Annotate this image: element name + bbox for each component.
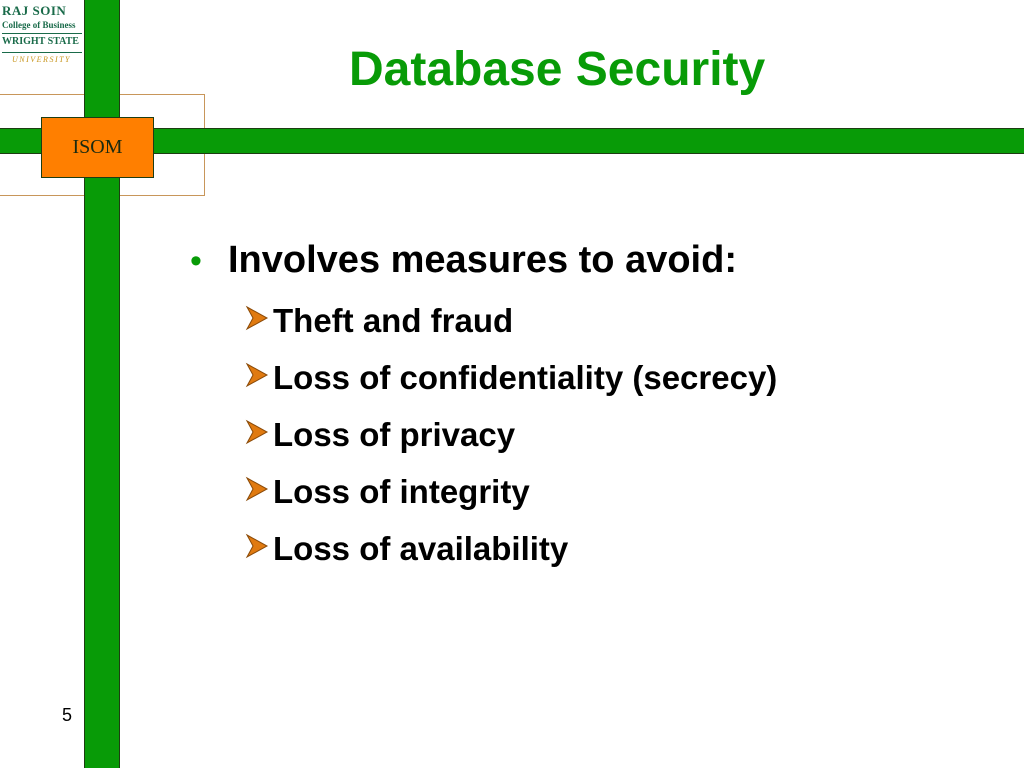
logo-divider [2, 52, 82, 53]
main-bullet-text: Involves measures to avoid: [228, 239, 737, 281]
sub-bullet-text: Loss of integrity [273, 473, 530, 510]
main-bullet: • Involves measures to avoid: [190, 239, 737, 282]
arrow-bullet-icon [245, 533, 269, 559]
sub-bullet-confidentiality: Loss of confidentiality (secrecy) [243, 359, 777, 397]
sub-bullet-integrity: Loss of integrity [243, 473, 530, 511]
sub-bullet-text: Loss of availability [273, 530, 569, 567]
sub-bullet-privacy: Loss of privacy [243, 416, 515, 454]
arrow-bullet-icon [245, 476, 269, 502]
vertical-green-bar [84, 0, 120, 768]
arrow-bullet-icon [245, 419, 269, 445]
slide-title: Database Security [349, 43, 766, 96]
bullet-dot-icon: • [190, 242, 202, 280]
isom-badge-label: ISOM [72, 136, 123, 158]
horizontal-green-bar [0, 128, 1024, 154]
logo-line-wright-state: WRIGHT STATE [2, 36, 79, 47]
isom-badge: ISOM [41, 117, 154, 178]
page-number: 5 [62, 705, 73, 725]
logo-divider [2, 33, 82, 34]
sub-bullet-theft-fraud: Theft and fraud [243, 302, 513, 340]
sub-bullet-availability: Loss of availability [243, 530, 568, 568]
sub-bullet-text: Loss of privacy [273, 416, 516, 453]
university-logo: RAJ SOIN College of Business WRIGHT STAT… [0, 0, 86, 90]
logo-line-raj-soin: RAJ SOIN [2, 3, 67, 18]
logo-line-college: College of Business [2, 20, 76, 30]
arrow-bullet-icon [245, 305, 269, 331]
arrow-bullet-icon [245, 362, 269, 388]
sub-bullet-text: Loss of confidentiality (secrecy) [273, 359, 778, 396]
logo-line-university: UNIVERSITY [12, 55, 71, 64]
sub-bullet-text: Theft and fraud [273, 302, 514, 339]
